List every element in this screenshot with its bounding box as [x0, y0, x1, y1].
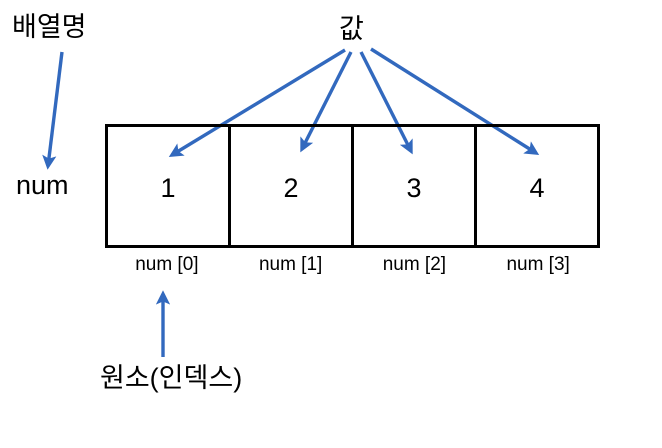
array-name-annotation: 배열명 [12, 12, 87, 42]
array-cell-2: 3 [354, 127, 477, 245]
element-index-annotation: 원소(인덱스) [100, 363, 243, 393]
array-cell-3: 4 [477, 127, 597, 245]
arrow-array-name-to-num [42, 51, 64, 170]
array-box: 1 2 3 4 [105, 124, 600, 248]
array-identifier-label: num [16, 170, 69, 200]
value-annotation: 값 [339, 14, 364, 44]
index-label-0: num [0] [135, 254, 199, 275]
index-label-2: num [2] [382, 254, 447, 275]
cell-value-0: 1 [160, 172, 176, 203]
array-cell-1: 2 [231, 127, 354, 245]
array-cell-0: 1 [108, 127, 231, 245]
index-label-3: num [3] [506, 254, 570, 275]
index-label-row: num [0] num [1] num [2] num [3] [105, 255, 600, 283]
cell-value-2: 3 [406, 172, 422, 203]
cell-value-3: 4 [529, 172, 545, 203]
cell-value-1: 2 [283, 172, 299, 203]
index-label-1: num [1] [258, 254, 323, 275]
